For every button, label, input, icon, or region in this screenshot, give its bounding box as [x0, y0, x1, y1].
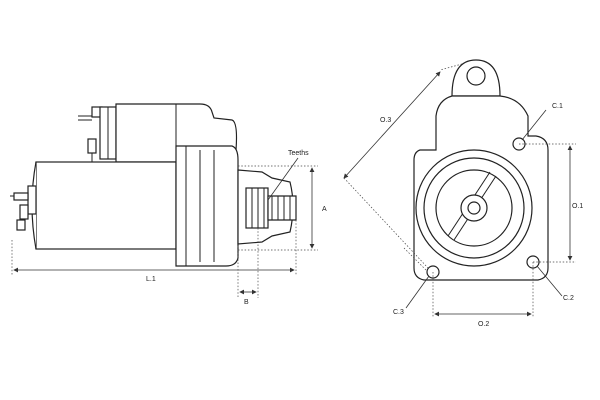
side-view: A Teeths L.1 B: [10, 103, 327, 306]
front-bore: [415, 149, 533, 267]
dimension-b: B: [237, 228, 259, 306]
front-view: O.3 O.1 O.2 C.1 C.2 C.3: [343, 59, 583, 328]
label-l1: L.1: [146, 276, 156, 283]
label-o3: O.3: [380, 117, 391, 124]
dimension-o3: O.3: [343, 63, 463, 271]
label-a: A: [322, 206, 327, 213]
motor-housing: [27, 145, 239, 267]
dimension-o2: O.2: [432, 262, 534, 328]
solenoid-terminals: [78, 106, 103, 162]
dimension-l1: L.1: [11, 220, 297, 283]
dimension-o1: O.1: [519, 143, 583, 263]
label-b: B: [244, 299, 249, 306]
drive-nose: [237, 169, 297, 245]
rear-terminal: [10, 192, 29, 231]
label-o2: O.2: [478, 321, 489, 328]
callout-c2: C.2: [536, 265, 574, 302]
callout-c3: C.3: [393, 275, 430, 316]
label-c1: C.1: [552, 103, 563, 110]
label-teeth: Teeths: [288, 150, 309, 157]
label-c2: C.2: [563, 295, 574, 302]
label-o1: O.1: [572, 203, 583, 210]
teeth-callout: Teeths: [267, 150, 309, 201]
label-c3: C.3: [393, 309, 404, 316]
dimension-a: A: [238, 165, 327, 251]
callout-c1: C.1: [521, 103, 563, 141]
